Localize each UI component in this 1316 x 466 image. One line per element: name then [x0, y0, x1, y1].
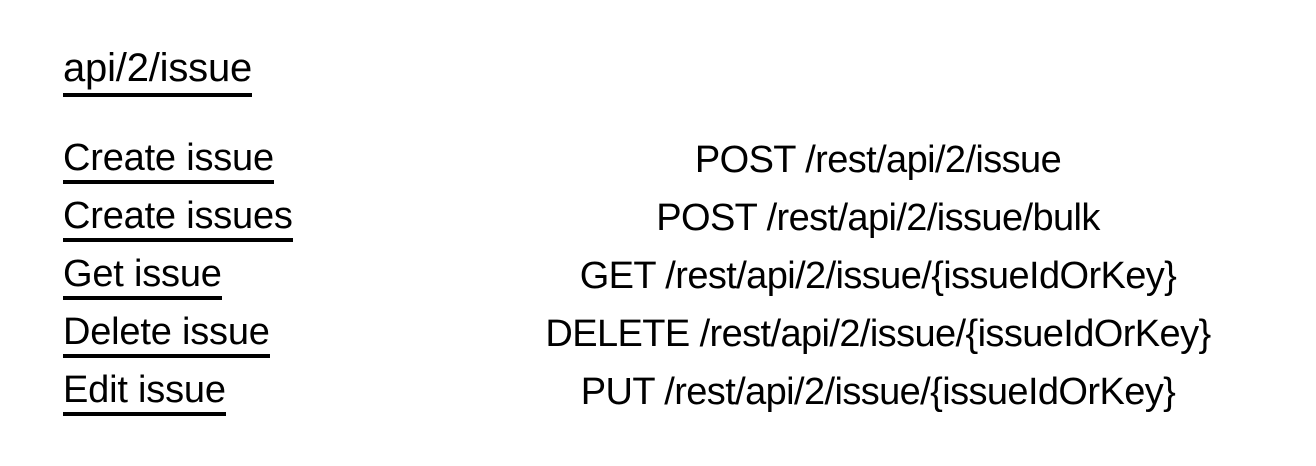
- operation-cell: Delete issue: [0, 305, 440, 363]
- endpoint-cell: PUT /rest/api/2/issue/{issueIdOrKey}: [440, 363, 1316, 421]
- operation-link-create-issue[interactable]: Create issue: [63, 136, 274, 184]
- table-row: Delete issue DELETE /rest/api/2/issue/{i…: [0, 305, 1316, 363]
- operation-link-create-issues[interactable]: Create issues: [63, 194, 293, 242]
- operation-link-edit-issue[interactable]: Edit issue: [63, 368, 226, 416]
- endpoint-table-body: Create issue POST /rest/api/2/issue Crea…: [0, 131, 1316, 421]
- endpoint-path-get-issue: GET /rest/api/2/issue/{issueIdOrKey}: [579, 255, 1177, 297]
- operation-cell: Create issues: [0, 189, 440, 247]
- page-title-text: api/2/issue: [63, 44, 252, 97]
- table-row: Edit issue PUT /rest/api/2/issue/{issueI…: [0, 363, 1316, 421]
- operation-cell: Create issue: [0, 131, 440, 189]
- operation-link-delete-issue[interactable]: Delete issue: [63, 310, 270, 358]
- operation-cell: Edit issue: [0, 363, 440, 421]
- endpoint-cell: POST /rest/api/2/issue/bulk: [440, 189, 1316, 247]
- endpoint-cell: DELETE /rest/api/2/issue/{issueIdOrKey}: [440, 305, 1316, 363]
- page-title: api/2/issue: [63, 44, 252, 97]
- endpoint-cell: GET /rest/api/2/issue/{issueIdOrKey}: [440, 247, 1316, 305]
- table-row: Get issue GET /rest/api/2/issue/{issueId…: [0, 247, 1316, 305]
- table-row: Create issue POST /rest/api/2/issue: [0, 131, 1316, 189]
- operation-cell: Get issue: [0, 247, 440, 305]
- endpoint-path-delete-issue: DELETE /rest/api/2/issue/{issueIdOrKey}: [545, 313, 1211, 355]
- endpoint-path-create-issues: POST /rest/api/2/issue/bulk: [656, 197, 1100, 239]
- endpoint-path-edit-issue: PUT /rest/api/2/issue/{issueIdOrKey}: [580, 371, 1176, 413]
- operation-link-get-issue[interactable]: Get issue: [63, 252, 222, 300]
- endpoint-table: Create issue POST /rest/api/2/issue Crea…: [0, 131, 1316, 421]
- endpoint-cell: POST /rest/api/2/issue: [440, 131, 1316, 189]
- table-row: Create issues POST /rest/api/2/issue/bul…: [0, 189, 1316, 247]
- endpoint-path-create-issue: POST /rest/api/2/issue: [694, 139, 1062, 181]
